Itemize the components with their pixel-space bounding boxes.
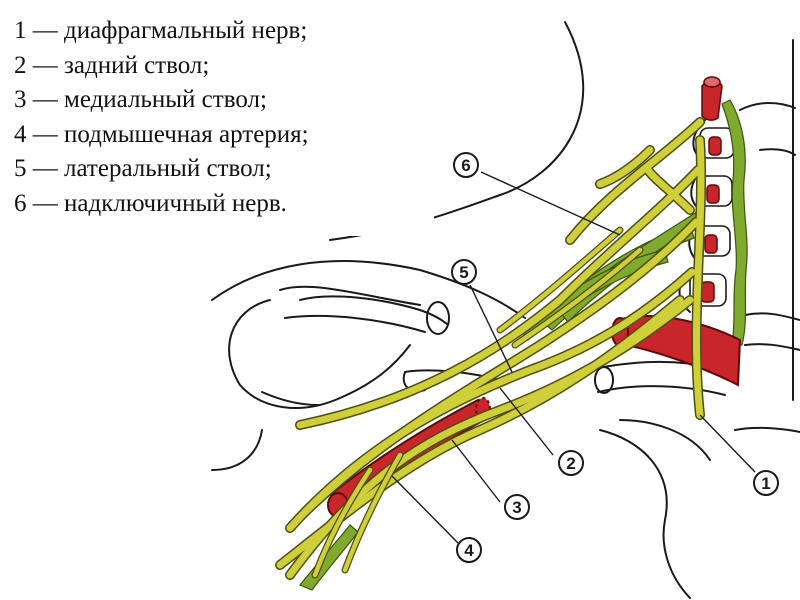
legend-number: 6	[14, 189, 27, 217]
legend-item-6: 6 — надключичный нерв.	[14, 187, 434, 222]
svg-text:1: 1	[761, 474, 770, 493]
vertebral-artery	[700, 76, 723, 303]
legend-dash: —	[32, 189, 58, 217]
legend-item-2: 2 — задний ствол;	[14, 49, 434, 84]
svg-text:4: 4	[464, 541, 474, 560]
svg-text:2: 2	[566, 454, 575, 473]
legend-number: 1	[14, 17, 27, 44]
legend-item-3: 3 — медиальный ствол;	[14, 83, 434, 118]
legend-dash: —	[32, 17, 58, 44]
callout-2: 2	[558, 450, 584, 476]
callout-5: 5	[451, 259, 477, 285]
legend-number: 4	[14, 120, 27, 148]
legend-dash: —	[32, 155, 58, 182]
svg-text:5: 5	[459, 263, 468, 282]
legend-dash: —	[32, 120, 58, 148]
legend-number: 5	[14, 155, 27, 182]
legend: 1 — диафрагмальный нерв; 2 — задний ство…	[14, 14, 434, 236]
leader-lines	[391, 171, 756, 544]
legend-number: 2	[14, 51, 27, 79]
legend-item-4: 4 — подмышечная артерия;	[14, 118, 434, 153]
svg-text:6: 6	[461, 156, 470, 175]
callout-3: 3	[504, 494, 530, 520]
legend-number: 3	[14, 86, 27, 113]
legend-text: задний ствол;	[64, 51, 210, 79]
callout-4: 4	[456, 537, 482, 563]
callout-1: 1	[753, 470, 779, 496]
legend-dash: —	[32, 51, 58, 79]
callout-6: 6	[453, 152, 479, 178]
legend-text: латеральный ствол;	[64, 155, 272, 182]
nerve-trunks	[275, 117, 707, 580]
legend-text: подмышечная артерия;	[64, 120, 309, 148]
legend-text: надключичный нерв.	[64, 189, 287, 217]
legend-text: диафрагмальный нерв;	[64, 17, 308, 44]
svg-text:3: 3	[512, 498, 521, 517]
legend-dash: —	[32, 86, 58, 113]
legend-item-1: 1 — диафрагмальный нерв;	[14, 14, 434, 49]
legend-text: медиальный ствол;	[64, 86, 267, 113]
legend-item-5: 5 — латеральный ствол;	[14, 152, 434, 187]
